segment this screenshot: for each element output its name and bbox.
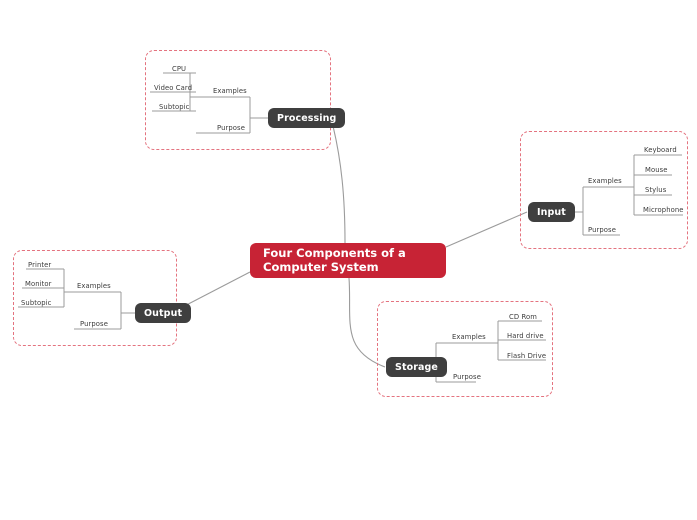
leaf-output-monitor: Monitor bbox=[25, 280, 52, 288]
group-label-processing-purpose: Purpose bbox=[217, 124, 245, 132]
edge-central-input bbox=[445, 211, 528, 248]
leaf-processing-video-card: Video Card bbox=[154, 84, 193, 92]
leaf-storage-cd-rom: CD Rom bbox=[509, 313, 537, 321]
branch-node-processing[interactable]: Processing bbox=[268, 108, 346, 128]
leaf-output-subtopic: Subtopic bbox=[21, 299, 52, 307]
leaf-input-mouse: Mouse bbox=[645, 166, 668, 174]
group-label-storage-examples: Examples bbox=[452, 333, 486, 341]
leaf-storage-flash-drive: Flash Drive bbox=[507, 352, 547, 360]
branch-node-processing-label: Processing bbox=[277, 112, 337, 124]
leaf-processing-subtopic: Subtopic bbox=[159, 103, 190, 111]
branch-node-storage[interactable]: Storage bbox=[386, 357, 447, 377]
leaf-output-printer: Printer bbox=[28, 261, 52, 269]
leaf-storage-hard-drive: Hard drive bbox=[507, 332, 544, 340]
leaf-input-keyboard: Keyboard bbox=[644, 146, 677, 154]
branch-node-storage-label: Storage bbox=[395, 361, 438, 373]
central-node[interactable]: Four Components of a Computer System bbox=[250, 243, 446, 278]
group-label-processing-examples: Examples bbox=[213, 87, 247, 95]
group-label-output-examples: Examples bbox=[77, 282, 111, 290]
group-label-output-purpose: Purpose bbox=[80, 320, 108, 328]
group-label-input-purpose: Purpose bbox=[588, 226, 616, 234]
branch-node-output-label: Output bbox=[144, 307, 183, 319]
frame-storage bbox=[377, 301, 553, 397]
group-label-storage-purpose: Purpose bbox=[453, 373, 481, 381]
frame-input bbox=[520, 131, 688, 249]
frame-processing bbox=[145, 50, 331, 150]
group-label-input-examples: Examples bbox=[588, 177, 622, 185]
leaf-input-stylus: Stylus bbox=[645, 186, 667, 194]
leaf-input-microphone: Microphone bbox=[643, 206, 684, 214]
frame-output bbox=[13, 250, 177, 346]
branch-node-input[interactable]: Input bbox=[528, 202, 575, 222]
branch-node-output[interactable]: Output bbox=[135, 303, 192, 323]
edge-central-processing bbox=[330, 117, 346, 244]
central-node-label: Four Components of a Computer System bbox=[263, 246, 406, 274]
leaf-processing-cpu: CPU bbox=[172, 65, 187, 73]
branch-node-input-label: Input bbox=[537, 206, 566, 218]
